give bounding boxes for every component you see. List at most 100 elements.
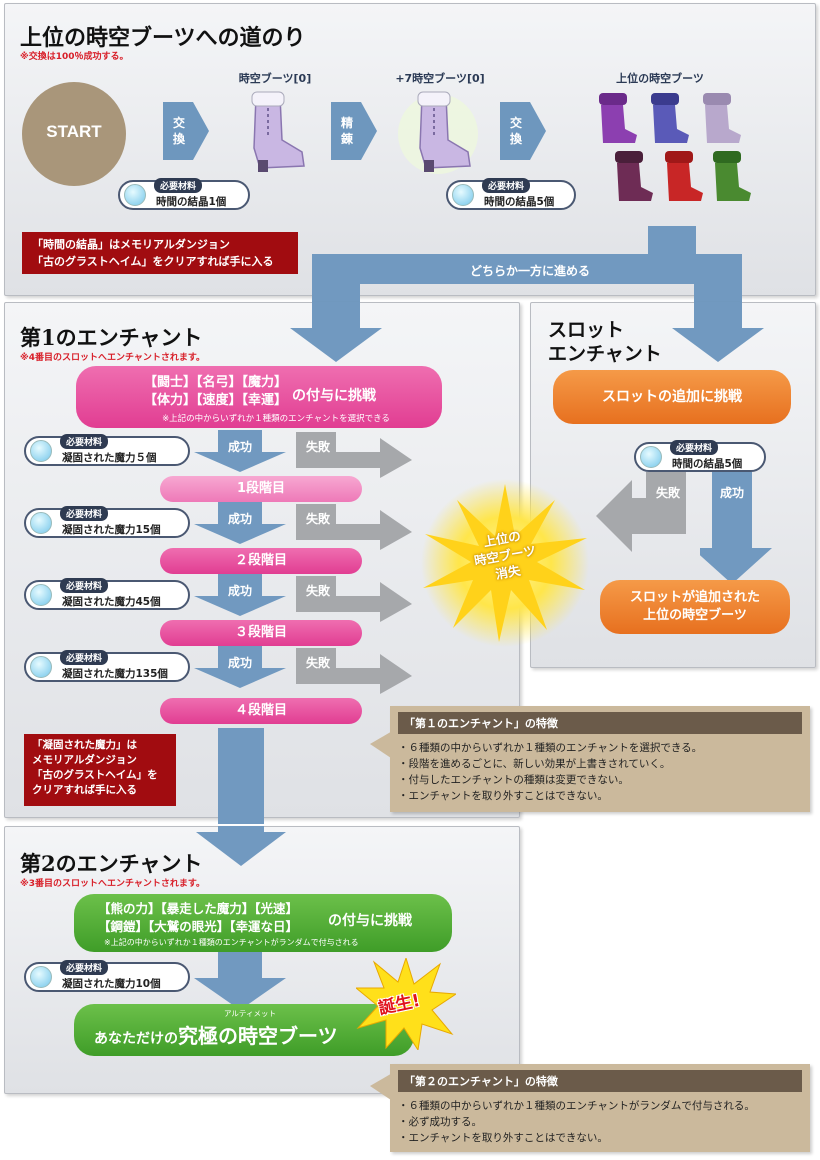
- exchange-arrow-2: [500, 102, 546, 160]
- enchant2-down-arrow: [194, 952, 286, 1010]
- magic-note: 「凝固された魔力」は メモリアルダンジョン 「古のグラストヘイム」を クリアすれ…: [24, 734, 176, 806]
- failure-label: 失敗: [306, 512, 331, 526]
- material-label: 必要材料: [154, 178, 203, 193]
- feature-item: ・エンチャントを取り外すことはできない。: [398, 1132, 608, 1144]
- exchange-arrow-2-label: 交換: [509, 116, 522, 146]
- final-result: アルティメット あなただけの究極の時空ブーツ: [74, 1004, 414, 1056]
- feature-item: ・段階を進めるごとに、新しい効果が上書きされていく。: [398, 758, 671, 770]
- success-label: 成功: [228, 440, 253, 454]
- slot-fail-label: 失敗: [656, 486, 681, 500]
- enchant2-material-badge: 必要材料 凝固された魔力10個: [24, 960, 190, 992]
- upper-boots-image: [599, 93, 751, 201]
- material-label: 必要材料: [60, 650, 109, 665]
- slot-fail-arrow: [596, 472, 686, 552]
- magic-crystal-icon: [30, 656, 52, 678]
- exchange-arrow-1-label: 交換: [172, 116, 185, 146]
- slot-success-label: 成功: [720, 486, 745, 500]
- success-arrow: [194, 574, 286, 616]
- enchant1-feature-box: 「第１のエンチャント」の特徴 ・６種類の中からいずれか１種類のエンチャントを選択…: [390, 706, 810, 812]
- page-title: 上位の時空ブーツへの道のり: [20, 25, 306, 51]
- failure-label: 失敗: [306, 440, 331, 454]
- crystal-icon: [124, 184, 146, 206]
- feature-item: ・６種類の中からいずれか１種類のエンチャントがランダムで付与される。: [398, 1100, 755, 1112]
- enchant1-note: ※4番目のスロットへエンチャントされます。: [20, 353, 206, 363]
- stage-pill: ２段階目: [160, 548, 362, 574]
- enchant2-challenge: 【熊の力】【暴走した魔力】【光速】 【鋼鎧】【大鷲の眼光】【幸運な日】 の付与に…: [74, 894, 452, 952]
- success-arrow: [194, 646, 286, 688]
- enchant1-material-badge: 必要材料凝固された魔力15個: [24, 506, 190, 538]
- start-circle: [22, 82, 126, 186]
- material-value: 凝固された魔力15個: [62, 524, 161, 536]
- enchant2-feature-box: 「第２のエンチャント」の特徴 ・６種類の中からいずれか１種類のエンチャントがラン…: [390, 1064, 810, 1152]
- success-label: 成功: [228, 584, 253, 598]
- failure-arrow: [296, 432, 412, 478]
- success-label: 成功: [228, 656, 253, 670]
- failure-label: 失敗: [306, 584, 331, 598]
- boot7-label: +7時空ブーツ[0]: [395, 72, 485, 85]
- slot-material-badge: 必要材料 時間の結晶5個: [634, 440, 766, 472]
- branch-label: どちらか一方に進める: [469, 264, 590, 278]
- slot-result: スロットが追加された 上位の時空ブーツ: [600, 580, 790, 634]
- info1-pointer: [370, 730, 394, 760]
- success-arrow: [194, 430, 286, 472]
- branch-right-stem-over: [694, 302, 742, 330]
- stage-pill: 1段階目: [160, 476, 362, 502]
- magic-crystal-icon: [30, 512, 52, 534]
- failure-arrow: [296, 648, 412, 694]
- upper-boots-label: 上位の時空ブーツ: [616, 72, 704, 85]
- boot7-image: [398, 91, 478, 174]
- branch-left-stem-over: [312, 302, 360, 330]
- magic-crystal-icon: [30, 966, 52, 988]
- enchant2-feature-heading: 「第２のエンチャント」の特徴: [398, 1070, 802, 1092]
- feature-item: ・エンチャントを取り外すことはできない。: [398, 790, 608, 802]
- material-badge-2: 必要材料 時間の結晶5個: [446, 178, 576, 210]
- material-label: 必要材料: [482, 178, 531, 193]
- stage-pill: ３段階目: [160, 620, 362, 646]
- material-label: 必要材料: [60, 506, 109, 521]
- exchange-note: ※交換は100％成功する。: [20, 52, 129, 62]
- start-label: START: [46, 122, 102, 141]
- to-enchant2-stem: [218, 728, 264, 824]
- material-value: 凝固された魔力10個: [62, 978, 161, 990]
- enchant1-material-badge: 必要材料凝固された魔力５個: [24, 434, 190, 466]
- enchant1-challenge: 【闘士】【名弓】【魔力】 【体力】【速度】【幸運】 の付与に挑戦 ※上記の中から…: [76, 366, 442, 428]
- birth-burst: [356, 958, 456, 1050]
- branch-right-head-over: [672, 328, 764, 362]
- boot0-image: [251, 91, 305, 172]
- enchant1-material-badge: 必要材料凝固された魔力135個: [24, 650, 190, 682]
- material-label: 必要材料: [60, 960, 109, 975]
- refine-arrow: [331, 102, 377, 160]
- slot-title: スロット エンチャント: [548, 319, 662, 365]
- success-arrow: [194, 502, 286, 544]
- exchange-arrow-1: [163, 102, 209, 160]
- magic-crystal-icon: [30, 440, 52, 462]
- magic-crystal-icon: [30, 584, 52, 606]
- boot0-label: 時空ブーツ[0]: [238, 72, 312, 85]
- refine-arrow-label: 精錬: [340, 116, 353, 146]
- material-label: 必要材料: [670, 440, 719, 455]
- enchant1-feature-heading: 「第１のエンチャント」の特徴: [398, 712, 802, 734]
- branch-left-head-over: [290, 328, 382, 362]
- crystal-icon: [640, 446, 662, 468]
- material-value: 時間の結晶5個: [484, 196, 555, 208]
- enchant1-material-badge: 必要材料凝固された魔力45個: [24, 578, 190, 610]
- material-label: 必要材料: [60, 434, 109, 449]
- failure-arrow: [296, 576, 412, 622]
- feature-item: ・付与したエンチャントの種類は変更できない。: [398, 774, 629, 786]
- material-badge-1: 必要材料 時間の結晶1個: [118, 178, 250, 210]
- material-value: 凝固された魔力135個: [62, 668, 168, 680]
- material-label: 必要材料: [60, 578, 109, 593]
- stage-pill: ４段階目: [160, 698, 362, 724]
- to-enchant2-stem-over: [218, 826, 264, 834]
- material-value: 凝固された魔力５個: [62, 452, 157, 464]
- slot-challenge: スロットの追加に挑戦: [553, 370, 791, 424]
- branch-bar: [312, 254, 696, 284]
- material-value: 凝固された魔力45個: [62, 596, 161, 608]
- material-value: 時間の結晶1個: [156, 196, 227, 208]
- failure-arrow: [296, 504, 412, 550]
- crystal-icon: [452, 184, 474, 206]
- enchant2-title: 第2のエンチャント: [20, 851, 203, 876]
- branch-stem: [648, 226, 696, 266]
- slot-success-arrow: [700, 472, 772, 584]
- vanish-burst: [421, 479, 589, 647]
